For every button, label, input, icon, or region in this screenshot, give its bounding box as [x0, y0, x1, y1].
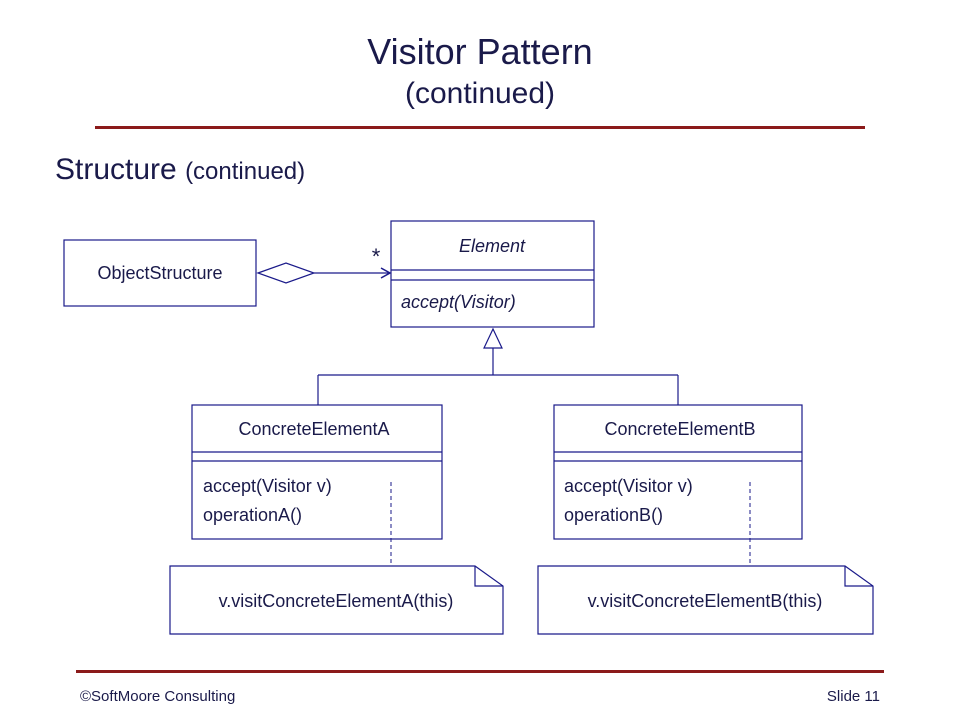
- aggregation-diamond: [256, 262, 316, 284]
- concrete-element-b-name: ConcreteElementB: [604, 419, 755, 439]
- element-class-name: Element: [459, 236, 526, 256]
- inheritance-triangle: [483, 327, 503, 349]
- footer-copyright: ©SoftMoore Consulting: [80, 688, 236, 705]
- concrete-element-b-method-1: accept(Visitor v): [564, 476, 693, 496]
- title-divider: [95, 126, 865, 129]
- object-structure-class: ObjectStructure: [63, 239, 257, 307]
- note-a-text: v.visitConcreteElementA(this): [219, 591, 454, 611]
- object-structure-label: ObjectStructure: [97, 263, 222, 283]
- concrete-element-a-name: ConcreteElementA: [238, 419, 389, 439]
- concrete-element-a-class: ConcreteElementA accept(Visitor v) opera…: [191, 404, 443, 540]
- generalization: [317, 327, 679, 405]
- aggregation-association: *: [256, 244, 392, 284]
- slide-title: Visitor Pattern: [367, 31, 593, 72]
- section-heading-suffix: (continued): [185, 158, 306, 185]
- footer-slide-number: Slide 11: [826, 688, 880, 705]
- concrete-element-a-method-1: accept(Visitor v): [203, 476, 332, 496]
- multiplicity-label: *: [372, 244, 381, 269]
- footer-divider: [76, 670, 884, 673]
- note-a: v.visitConcreteElementA(this): [169, 565, 504, 635]
- element-class: Element accept(Visitor): [390, 220, 595, 328]
- section-heading: Structure (continued): [55, 152, 305, 190]
- slide-subtitle: (continued): [404, 77, 556, 110]
- concrete-element-b-class: ConcreteElementB accept(Visitor v) opera…: [553, 404, 803, 540]
- note-b: v.visitConcreteElementB(this): [537, 565, 874, 635]
- concrete-element-b-method-2: operationB(): [564, 505, 663, 525]
- element-class-method: accept(Visitor): [401, 292, 516, 312]
- section-heading-text: Structure: [55, 153, 177, 186]
- concrete-element-a-method-2: operationA(): [203, 505, 302, 525]
- note-b-text: v.visitConcreteElementB(this): [588, 591, 823, 611]
